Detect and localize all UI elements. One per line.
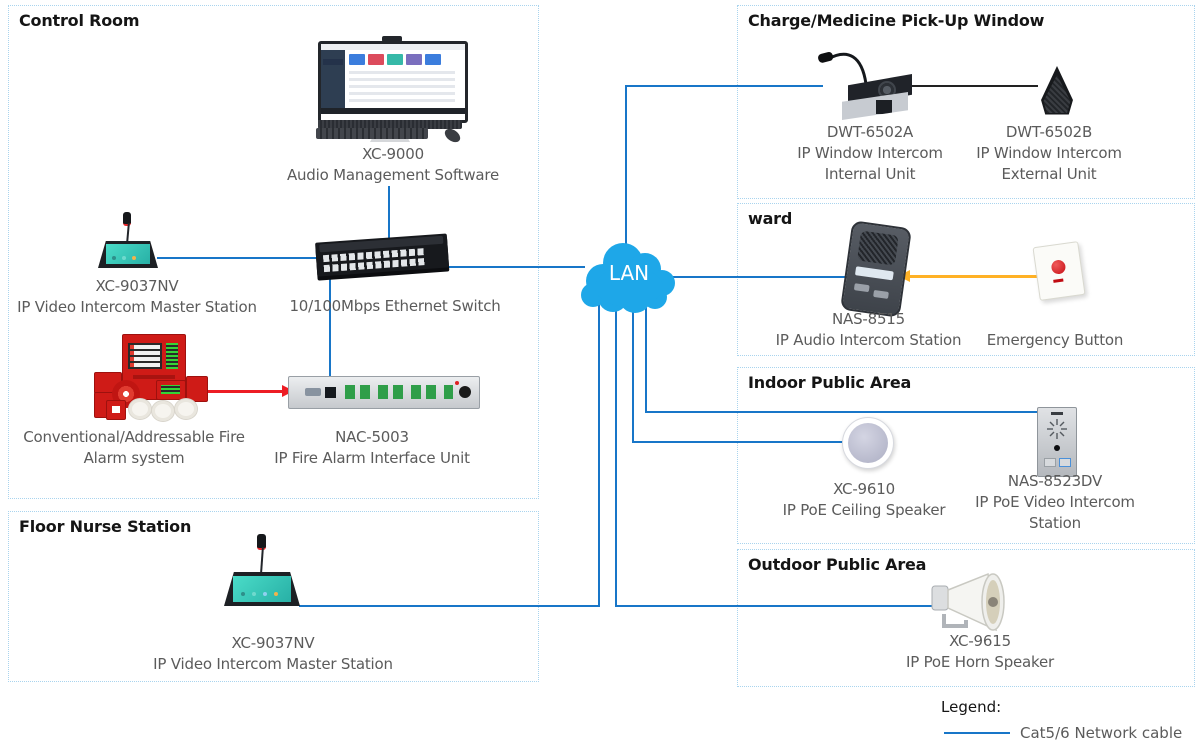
dwt6502a-label: DWT-6502A IP Window Intercom Internal Un… [797,123,943,183]
nas8515-image [840,220,912,318]
xc9000-computer-image [308,36,472,145]
dashboard-cards [349,54,441,65]
cable-lan-to-video-station-vertical [645,300,647,413]
horn-speaker-icon [931,572,1005,632]
call-button [873,289,889,299]
touchscreen [233,576,291,602]
call-button [853,283,870,293]
nas8523dv-image [1037,407,1077,477]
cable-lan-to-xc9615 [615,605,937,607]
cable-lan-to-charge-vertical [625,85,627,245]
indoor-public-area-box: Indoor Public Area [737,367,1195,544]
cable-pc-to-switch [388,186,390,244]
monitor-screen [318,41,468,123]
ethernet-switch-label: 10/100Mbps Ethernet Switch [289,297,501,315]
floor-nurse-station-box: Floor Nurse Station [8,511,539,682]
xc9037nv-floor-nurse-image [224,534,300,606]
vga-port [305,388,321,396]
outdoor-public-area-title: Outdoor Public Area [748,555,927,574]
cable-emergency-to-nas8515 [910,275,1038,278]
outdoor-public-area-box: Outdoor Public Area [737,549,1195,687]
fire-alarm-system-label: Conventional/Addressable Fire Alarm syst… [23,428,245,467]
cable-lan-to-nas8515 [673,276,848,278]
xc9037nv-control-room-label: XC-9037NV IP Video Intercom Master Stati… [17,277,257,316]
legend-cable-label: Cat5/6 Network cable [1020,724,1183,742]
cable-lan-to-nurse-vertical [598,300,600,607]
charge-window-title: Charge/Medicine Pick-Up Window [748,11,1045,30]
display-strip [854,266,894,281]
cable-lan-to-horn-vertical [615,300,617,607]
legend-cable-swatch [944,732,1010,734]
floor-nurse-station-title: Floor Nurse Station [19,517,192,536]
call-button [1059,458,1071,467]
speaker-grille [857,230,899,266]
rj45-port [325,387,336,398]
cable-lan-to-xc9610 [632,441,845,443]
ethernet-switch-image [314,223,451,284]
indoor-public-area-title: Indoor Public Area [748,373,912,392]
cable-master-to-switch [157,257,318,259]
dashboard-sidebar [321,50,345,114]
lan-cloud-icon: LAN [577,235,681,319]
xc9037nv-floor-nurse-label: XC-9037NV IP Video Intercom Master Stati… [153,634,393,673]
cable-lan-to-nas8523dv [645,411,1040,413]
cable-switch-to-nac5003 [329,262,331,388]
keyboard-icon [316,128,428,139]
terminal-blocks [345,385,453,399]
smoke-detector-icon [128,398,152,420]
legend-title: Legend: [941,698,1002,716]
xc9610-label: XC-9610 IP PoE Ceiling Speaker [782,480,946,519]
cable-switch-to-lan [448,266,585,268]
red-button-icon [1050,259,1067,275]
control-room-title: Control Room [19,11,140,30]
smoke-detector-icon [151,400,175,422]
nas8515-label: NAS-8515 IP Audio Intercom Station [775,310,962,349]
xc9000-label: XC-9000 Audio Management Software [286,145,500,184]
cable-fire-alarm-to-nac5003 [198,390,282,393]
touchscreen [106,244,150,264]
gooseneck-microphone-icon [818,52,868,85]
ward-title: ward [748,209,793,228]
charge-window-box: Charge/Medicine Pick-Up Window [737,5,1195,199]
speaker-grille [318,120,462,129]
cable-lan-to-ceiling-vertical [632,300,634,443]
emergency-button-label: Emergency Button [986,331,1124,349]
cloud-shape [581,243,675,313]
cable-lan-to-dwt6502a [625,85,823,87]
webcam-icon [382,36,402,42]
nas8523dv-label: NAS-8523DV IP PoE Video Intercom Station [975,472,1135,532]
speaker-starburst-icon [1047,419,1067,439]
emergency-button-image [1032,241,1086,301]
camera-icon [1054,445,1060,451]
dwt6502a-image [818,50,914,120]
xc9610-image [842,417,894,469]
cable-dwt6502a-to-dwt6502b [912,85,1038,87]
lan-label: LAN [608,261,650,285]
cable-lan-to-nurse-station [299,605,598,607]
fire-alarm-system-image [94,334,208,422]
dwt6502b-label: DWT-6502B IP Window Intercom External Un… [976,123,1122,183]
nac5003-label: NAC-5003 IP Fire Alarm Interface Unit [274,428,470,467]
nac5003-image [288,376,480,409]
smoke-detector-icon [174,398,198,420]
call-button [1044,458,1056,467]
xc9615-image [930,570,1020,634]
power-socket [459,386,471,398]
manual-call-point [106,400,126,420]
xc9037nv-control-room-image [96,212,160,268]
speaker-cone [848,423,888,463]
control-room-box: Control Room [8,5,539,499]
ward-box: ward [737,203,1195,356]
xc9615-label: XC-9615 IP PoE Horn Speaker [905,632,1055,671]
